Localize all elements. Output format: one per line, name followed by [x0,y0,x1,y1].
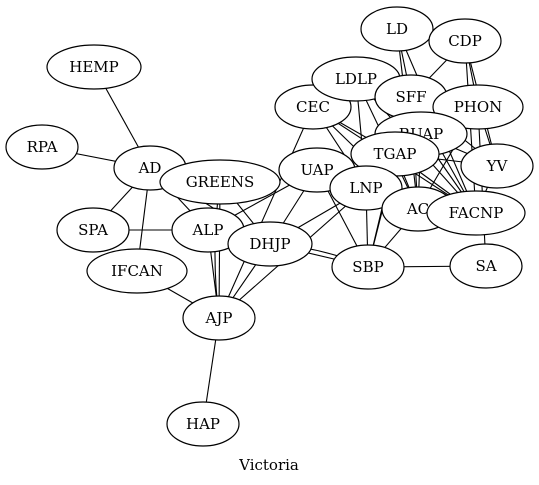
node-label: FACNP [449,204,504,222]
node-label: SA [475,257,496,275]
node-ellipse [449,243,523,289]
node-label: CDP [448,32,482,50]
node-yv: YV [460,143,534,189]
node-label: DHJP [249,235,290,253]
node-sa: SA [449,243,523,289]
graph-caption: Victoria [238,456,299,474]
node-ellipse [432,84,524,130]
node-hap: HAP [166,401,240,447]
node-ld: LD [360,6,434,52]
node-label: AC [406,200,429,218]
node-ellipse [182,295,256,341]
node-greens: GREENS [159,159,281,205]
node-dhjp: DHJP [227,221,313,267]
node-label: UAP [300,161,333,179]
node-alp: ALP [171,207,245,253]
node-label: YV [486,157,509,175]
node-label: AJP [205,309,233,327]
node-ifcan: IFCAN [86,248,188,294]
node-ellipse [426,190,526,236]
node-label: AD [138,159,162,177]
node-ellipse [56,207,130,253]
node-sbp: SBP [331,244,405,290]
node-ellipse [166,401,240,447]
node-rpa: RPA [5,124,79,170]
node-ellipse [86,248,188,294]
node-hemp: HEMP [46,44,142,90]
node-label: LD [386,20,408,38]
node-label: ALP [192,221,224,239]
node-ellipse [227,221,313,267]
node-facnp: FACNP [426,190,526,236]
node-ellipse [159,159,281,205]
node-label: TGAP [374,145,417,163]
node-label: SFF [395,88,426,106]
node-lnp: LNP [329,165,403,211]
node-label: HEMP [69,58,118,76]
node-ellipse [331,244,405,290]
edge-ajp-cec [218,106,314,319]
node-label: SBP [352,258,383,276]
node-tgap: TGAP [350,131,440,177]
node-ellipse [360,6,434,52]
node-label: GREENS [186,173,255,191]
node-cdp: CDP [428,18,502,64]
node-phon: PHON [432,84,524,130]
node-label: HAP [186,415,220,433]
node-label: PHON [454,98,503,116]
node-ellipse [460,143,534,189]
node-label: LDLP [335,70,377,88]
nodes-layer: HEMP RPA AD SPA IFCAN GREENS ALP DHJP AJP HAP CEC L… [5,6,534,447]
node-ellipse [5,124,79,170]
node-ellipse [46,44,142,90]
node-ellipse [329,165,403,211]
node-label: IFCAN [111,262,163,280]
node-label: LNP [349,179,382,197]
node-ellipse [428,18,502,64]
node-ajp: AJP [182,295,256,341]
node-label: SPA [78,221,108,239]
node-spa: SPA [56,207,130,253]
node-label: CEC [296,98,330,116]
node-label: RPA [27,138,58,156]
